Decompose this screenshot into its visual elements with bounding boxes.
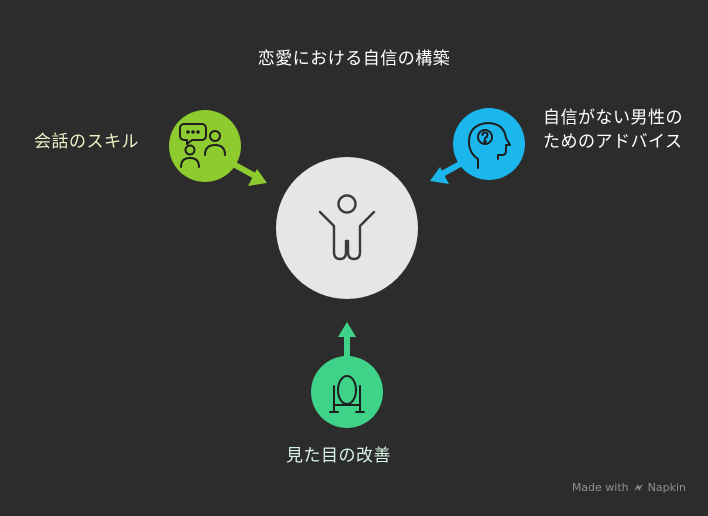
mirror-icon: [329, 375, 365, 413]
napkin-logo-icon: [633, 484, 643, 491]
made-with-credit[interactable]: Made with Napkin: [572, 481, 686, 494]
made-with-text: Made with: [571, 481, 629, 494]
node-label-conversation: 会話のスキル: [34, 132, 139, 152]
center-circle: [276, 157, 418, 299]
page-title: 恋愛における自信の構築: [257, 49, 451, 69]
node-circle-advice: [453, 108, 525, 180]
conversation-people-icon: [179, 123, 226, 168]
node-label-advice: 自信がない男性のためのアドバイス: [543, 108, 683, 152]
person-arms-raised-icon: [318, 194, 376, 261]
node-label-appearance: 見た目の改善: [286, 446, 391, 466]
node-circle-appearance: [311, 356, 383, 428]
head-question-icon: [468, 122, 511, 169]
napkin-brand-text: Napkin: [647, 481, 686, 494]
arrow-bottom-node: [338, 322, 356, 360]
node-circle-conversation: [169, 110, 241, 182]
